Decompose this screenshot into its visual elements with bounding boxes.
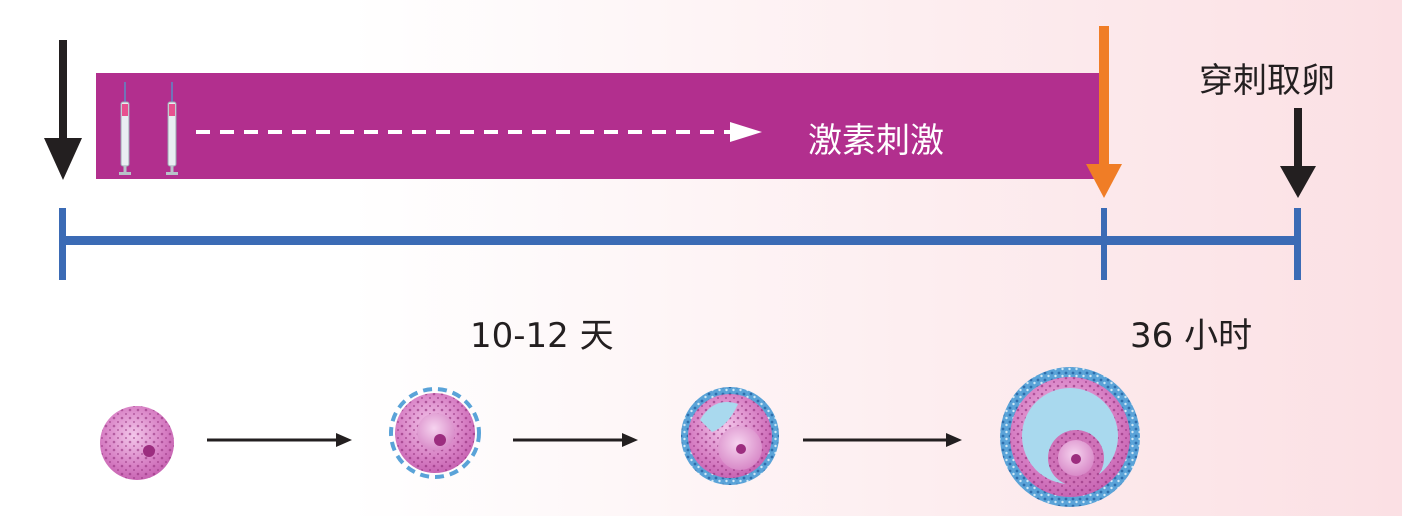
follicle-stage-2 (391, 389, 479, 477)
stimulation-duration-label: 10-12 天 (470, 308, 614, 357)
retrieval-label: 穿刺取卵 (1199, 53, 1335, 102)
stimulation-label: 激素刺激 (808, 113, 944, 162)
start-down-arrow (44, 40, 82, 180)
stage-arrow (513, 433, 638, 447)
stage-arrow (803, 433, 962, 447)
follicle-stage-3 (681, 387, 779, 485)
retrieval-down-arrow (1280, 108, 1316, 198)
stimulation-band (96, 73, 1106, 179)
timeline (59, 208, 1301, 280)
stage-arrow (207, 433, 352, 447)
follicle-stage-4 (1000, 367, 1140, 507)
trigger-interval-label: 36 小时 (1130, 308, 1252, 357)
follicle-stage-1 (100, 406, 174, 480)
